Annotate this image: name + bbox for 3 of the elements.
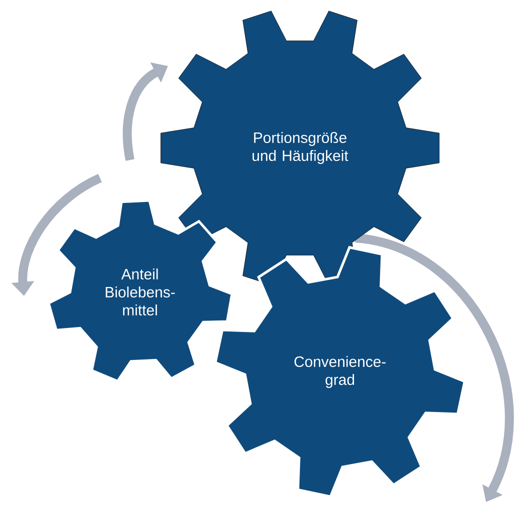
gear: Portionsgröße und Häufigkeit <box>160 10 440 286</box>
gear: Convenience-grad <box>214 246 466 498</box>
gear: Anteil Biolebens-mittel <box>47 199 234 383</box>
